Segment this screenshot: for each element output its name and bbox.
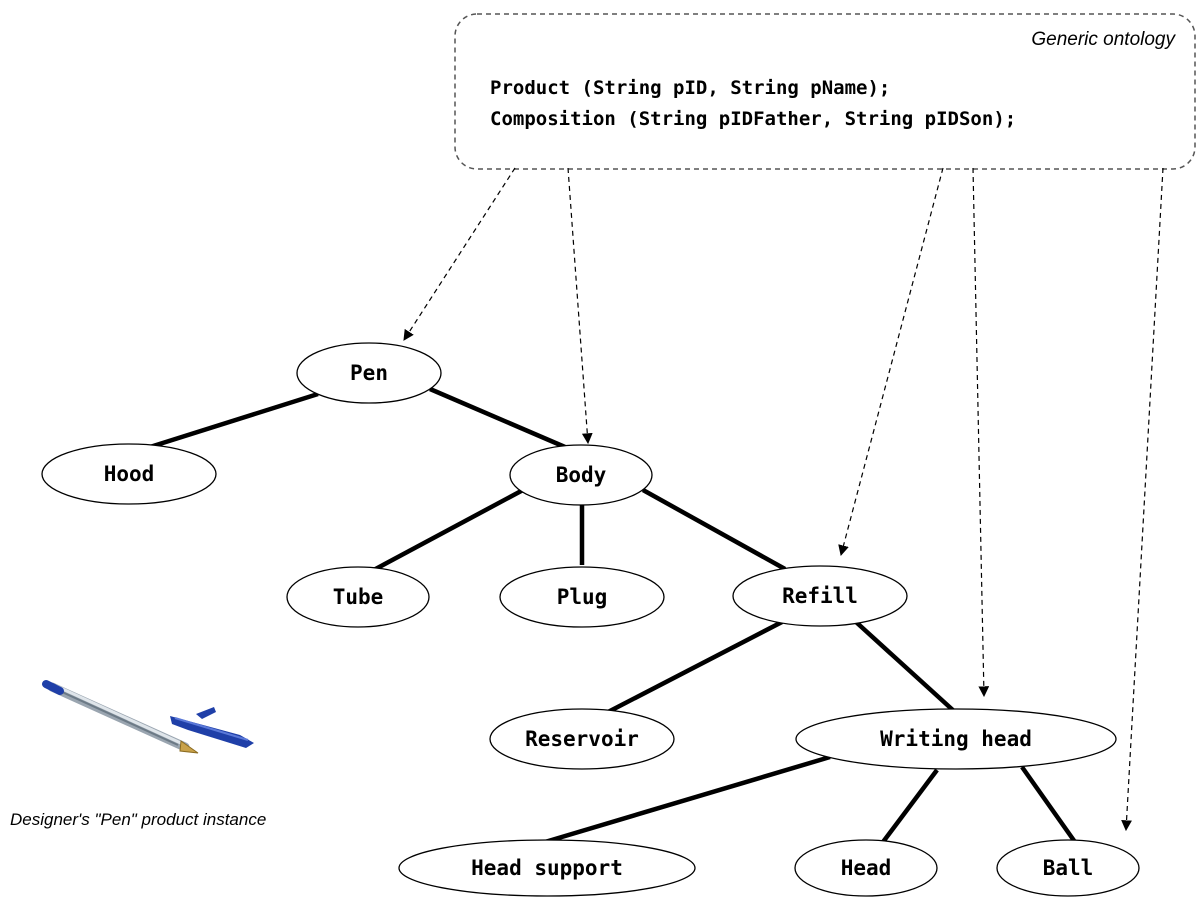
node-refill: Refill <box>732 565 908 627</box>
instantiation-arrows <box>403 167 1164 832</box>
node-pen-label: Pen <box>350 361 388 385</box>
node-reservoir: Reservoir <box>489 708 675 770</box>
ontology-box-border <box>454 13 1196 170</box>
node-ball: Ball <box>996 839 1140 897</box>
pen-instance-caption: Designer's "Pen" product instance <box>10 810 266 829</box>
node-reservoir-label: Reservoir <box>525 727 639 751</box>
node-head-support: Head support <box>398 839 696 897</box>
ontology-box-title: Generic ontology <box>1031 29 1176 50</box>
pen-ink-tube <box>61 691 179 746</box>
edge-pen-hood <box>149 391 319 450</box>
edge-writinghead-headsupport <box>544 754 831 845</box>
edge-writinghead-head <box>881 768 939 844</box>
edge-body-tube <box>368 488 525 574</box>
edge-pen-body <box>429 386 566 450</box>
node-head-label: Head <box>841 856 892 880</box>
node-plug: Plug <box>499 566 665 628</box>
generic-ontology-box: Generic ontology Product (String pID, St… <box>454 13 1196 170</box>
node-writing-head-label: Writing head <box>880 727 1032 751</box>
pen-end-plug <box>42 680 64 695</box>
node-hood-label: Hood <box>104 462 155 486</box>
ontology-line-composition: Composition (String pIDFather, String pI… <box>490 108 1016 130</box>
node-hood: Hood <box>41 443 217 505</box>
edge-writinghead-ball <box>1020 765 1077 844</box>
node-plug-label: Plug <box>557 585 608 609</box>
edge-refill-reservoir <box>606 620 784 714</box>
arrow-to-refill <box>838 167 944 557</box>
edge-body-refill <box>641 488 787 571</box>
arrow-to-writing-head <box>972 167 990 698</box>
node-body-label: Body <box>556 463 607 487</box>
node-ball-label: Ball <box>1043 856 1094 880</box>
tree-nodes: Pen Hood Body Tube Plug Refill Reservoir <box>41 342 1140 897</box>
node-head: Head <box>794 839 938 897</box>
pen-tip <box>179 740 199 754</box>
pen-cap <box>170 707 254 748</box>
node-writing-head: Writing head <box>795 708 1117 770</box>
pen-illustration <box>42 680 254 754</box>
node-tube-label: Tube <box>333 585 384 609</box>
arrow-to-body <box>567 167 593 445</box>
node-head-support-label: Head support <box>471 856 623 880</box>
composition-edges <box>149 386 1077 845</box>
node-body: Body <box>509 444 653 506</box>
edge-refill-writing-head <box>854 620 957 714</box>
arrow-to-ball <box>1121 167 1164 832</box>
pen-barrel-highlight <box>54 684 185 746</box>
node-refill-label: Refill <box>782 584 858 608</box>
ontology-line-product: Product (String pID, String pName); <box>490 77 890 99</box>
arrow-to-pen <box>403 167 516 341</box>
node-tube: Tube <box>286 566 430 628</box>
node-pen: Pen <box>296 342 442 404</box>
